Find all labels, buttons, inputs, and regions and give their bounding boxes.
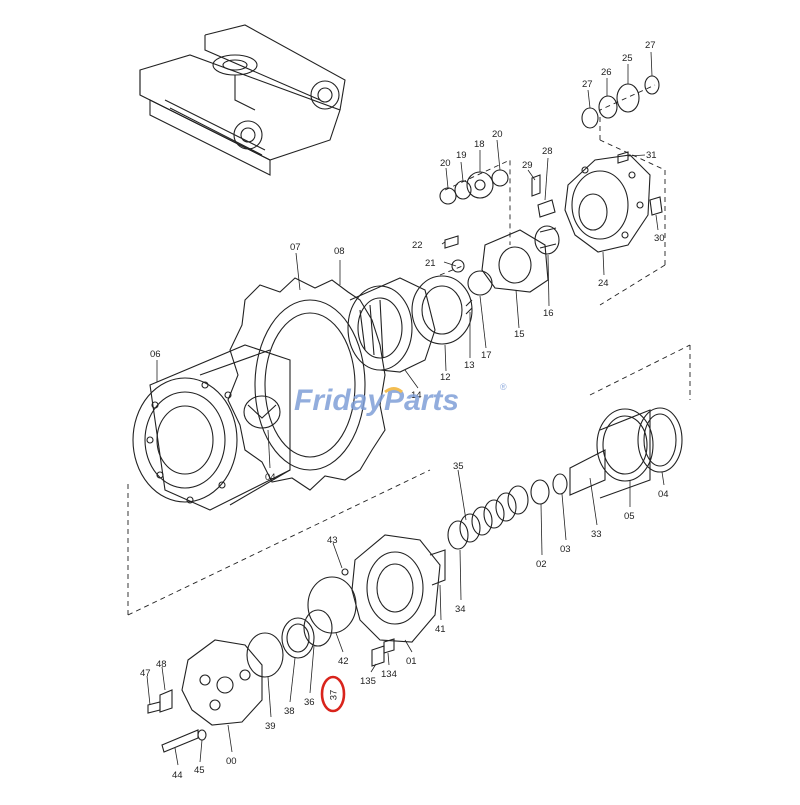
undercarriage-frame-inset xyxy=(139,24,346,176)
label-13: 13 xyxy=(464,360,475,371)
label-02: 02 xyxy=(536,559,547,570)
label-27-right: 27 xyxy=(645,40,656,51)
seal-04-right xyxy=(637,407,683,473)
label-22: 22 xyxy=(412,240,423,251)
assembly-guide-lines xyxy=(127,84,691,616)
pins-21-22 xyxy=(444,235,465,273)
label-20-right: 20 xyxy=(492,129,503,140)
label-37: 37 xyxy=(329,690,340,701)
label-06: 06 xyxy=(150,349,161,360)
valve-body xyxy=(181,639,263,726)
label-47: 47 xyxy=(140,668,151,679)
svg-text:FridayParts: FridayParts xyxy=(294,384,459,417)
thrust-plate xyxy=(411,275,473,345)
label-28: 28 xyxy=(542,146,553,157)
part-labels: 07 08 06 04 12 13 17 15 16 14 22 21 20 1… xyxy=(140,40,669,781)
rings-02-03 xyxy=(530,473,568,505)
small-hardware xyxy=(147,638,395,753)
label-08: 08 xyxy=(334,246,345,257)
label-36: 36 xyxy=(304,697,315,708)
seal-36-37 xyxy=(281,609,333,659)
label-17: 17 xyxy=(481,350,492,361)
label-00: 00 xyxy=(226,756,237,767)
label-43: 43 xyxy=(327,535,338,546)
label-134: 134 xyxy=(381,669,397,680)
label-41: 41 xyxy=(435,624,446,635)
label-01: 01 xyxy=(406,656,417,667)
highlight-ring-37 xyxy=(320,675,346,713)
label-03: 03 xyxy=(560,544,571,555)
ring-gear xyxy=(347,277,436,373)
label-48: 48 xyxy=(156,659,167,670)
planet-carrier xyxy=(467,225,560,296)
label-07: 07 xyxy=(290,242,301,253)
pins-28-29 xyxy=(531,174,556,218)
shaft-and-seal-05 xyxy=(569,408,654,499)
label-15: 15 xyxy=(514,329,525,340)
label-04-right: 04 xyxy=(658,489,669,500)
label-24: 24 xyxy=(598,278,609,289)
sprocket xyxy=(227,277,386,491)
watermark-brand-left: Friday xyxy=(294,384,385,417)
plate-39 xyxy=(246,632,284,678)
label-04-left: 04 xyxy=(265,472,276,483)
label-20-left: 20 xyxy=(440,158,451,169)
label-33: 33 xyxy=(591,529,602,540)
label-14: 14 xyxy=(411,390,422,401)
label-38: 38 xyxy=(284,706,295,717)
planet-gear-stack xyxy=(439,169,509,205)
leader-lines xyxy=(146,51,665,766)
label-30: 30 xyxy=(654,233,665,244)
label-44: 44 xyxy=(172,770,183,781)
bolts-30-31 xyxy=(617,151,663,216)
label-21: 21 xyxy=(425,258,436,269)
label-34: 34 xyxy=(455,604,466,615)
label-39: 39 xyxy=(265,721,276,732)
label-42: 42 xyxy=(338,656,349,667)
label-29: 29 xyxy=(522,160,533,171)
label-25: 25 xyxy=(622,53,633,64)
brand-watermark: FridayParts ® xyxy=(294,382,507,417)
cover-hub xyxy=(564,154,651,253)
motor-flange-body xyxy=(351,534,446,643)
label-05: 05 xyxy=(624,511,635,522)
friction-plates-35 xyxy=(447,485,529,550)
label-19: 19 xyxy=(456,150,467,161)
label-31: 31 xyxy=(646,150,657,161)
label-26: 26 xyxy=(601,67,612,78)
watermark-registered-mark: ® xyxy=(500,382,507,392)
label-16: 16 xyxy=(543,308,554,319)
bearing-stack-25-27 xyxy=(581,75,660,129)
label-12: 12 xyxy=(440,372,451,383)
watermark-swoosh-icon xyxy=(384,387,403,394)
label-18: 18 xyxy=(474,139,485,150)
label-135: 135 xyxy=(360,676,376,687)
label-45: 45 xyxy=(194,765,205,776)
seal-04-left xyxy=(243,395,281,429)
label-27-left: 27 xyxy=(582,79,593,90)
label-35: 35 xyxy=(453,461,464,472)
